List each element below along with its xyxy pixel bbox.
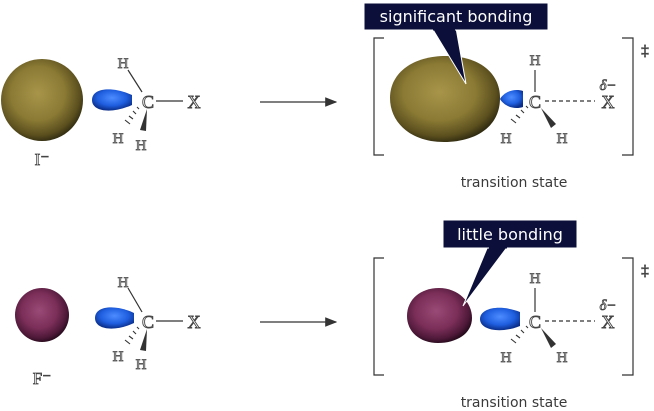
methyl-group-top-reactant: C H H H X (112, 56, 201, 155)
hydrogen-atom: H (501, 350, 512, 366)
transition-state-caption: transition state (461, 175, 568, 191)
fluoride-bonding-orbital (407, 288, 472, 343)
carbon-backside-lobe (95, 307, 134, 329)
fluoride-orbital (15, 288, 69, 342)
right-bracket (622, 257, 634, 376)
fluoride-label: F⁻ (33, 369, 51, 388)
methyl-group-bottom-reactant: C H H H X (112, 275, 201, 374)
partial-charge-label: δ− (599, 298, 616, 314)
hydrogen-atom: H (136, 138, 147, 154)
hydrogen-atom: H (557, 350, 568, 366)
callout-significant-bonding: significant bonding (363, 2, 549, 85)
hydrogen-atom: H (530, 271, 541, 287)
carbon-atom: C (529, 92, 541, 112)
transition-state-top: ‡ C H H H X δ− (373, 37, 650, 156)
transition-state-caption: transition state (461, 395, 568, 411)
carbon-backside-lobe (480, 307, 520, 331)
leaving-group-atom: X (188, 92, 201, 112)
carbon-atom: C (142, 92, 154, 112)
callout-label: significant bonding (380, 7, 533, 26)
left-bracket (373, 257, 384, 376)
leaving-group-atom: X (188, 312, 201, 332)
iodide-orbital (1, 59, 83, 141)
hydrogen-atom: H (501, 131, 512, 147)
carbon-atom: C (529, 312, 541, 332)
hydrogen-atom: H (136, 357, 147, 373)
hydrogen-atom: H (118, 275, 129, 291)
carbon-backside-lobe (500, 89, 523, 109)
hydrogen-atom: H (557, 131, 568, 147)
carbon-atom: C (142, 312, 154, 332)
iodide-label: I⁻ (35, 150, 50, 169)
left-bracket (373, 37, 384, 156)
hydrogen-atom: H (530, 53, 541, 69)
transition-state-bottom: ‡ C H H H X δ− (373, 257, 650, 376)
callout-label: little bonding (457, 225, 563, 244)
hydrogen-atom: H (113, 349, 124, 365)
iodide-bonding-orbital (390, 56, 500, 142)
right-bracket (622, 37, 634, 156)
hydrogen-atom: H (113, 131, 124, 147)
leaving-group-atom: X (602, 312, 615, 332)
carbon-backside-lobe (92, 89, 132, 111)
leaving-group-atom: X (602, 92, 615, 112)
double-dagger: ‡ (641, 43, 649, 59)
double-dagger: ‡ (641, 263, 649, 279)
hydrogen-atom: H (118, 56, 129, 72)
partial-charge-label: δ− (599, 78, 616, 94)
callout-little-bonding: little bonding (442, 219, 578, 307)
